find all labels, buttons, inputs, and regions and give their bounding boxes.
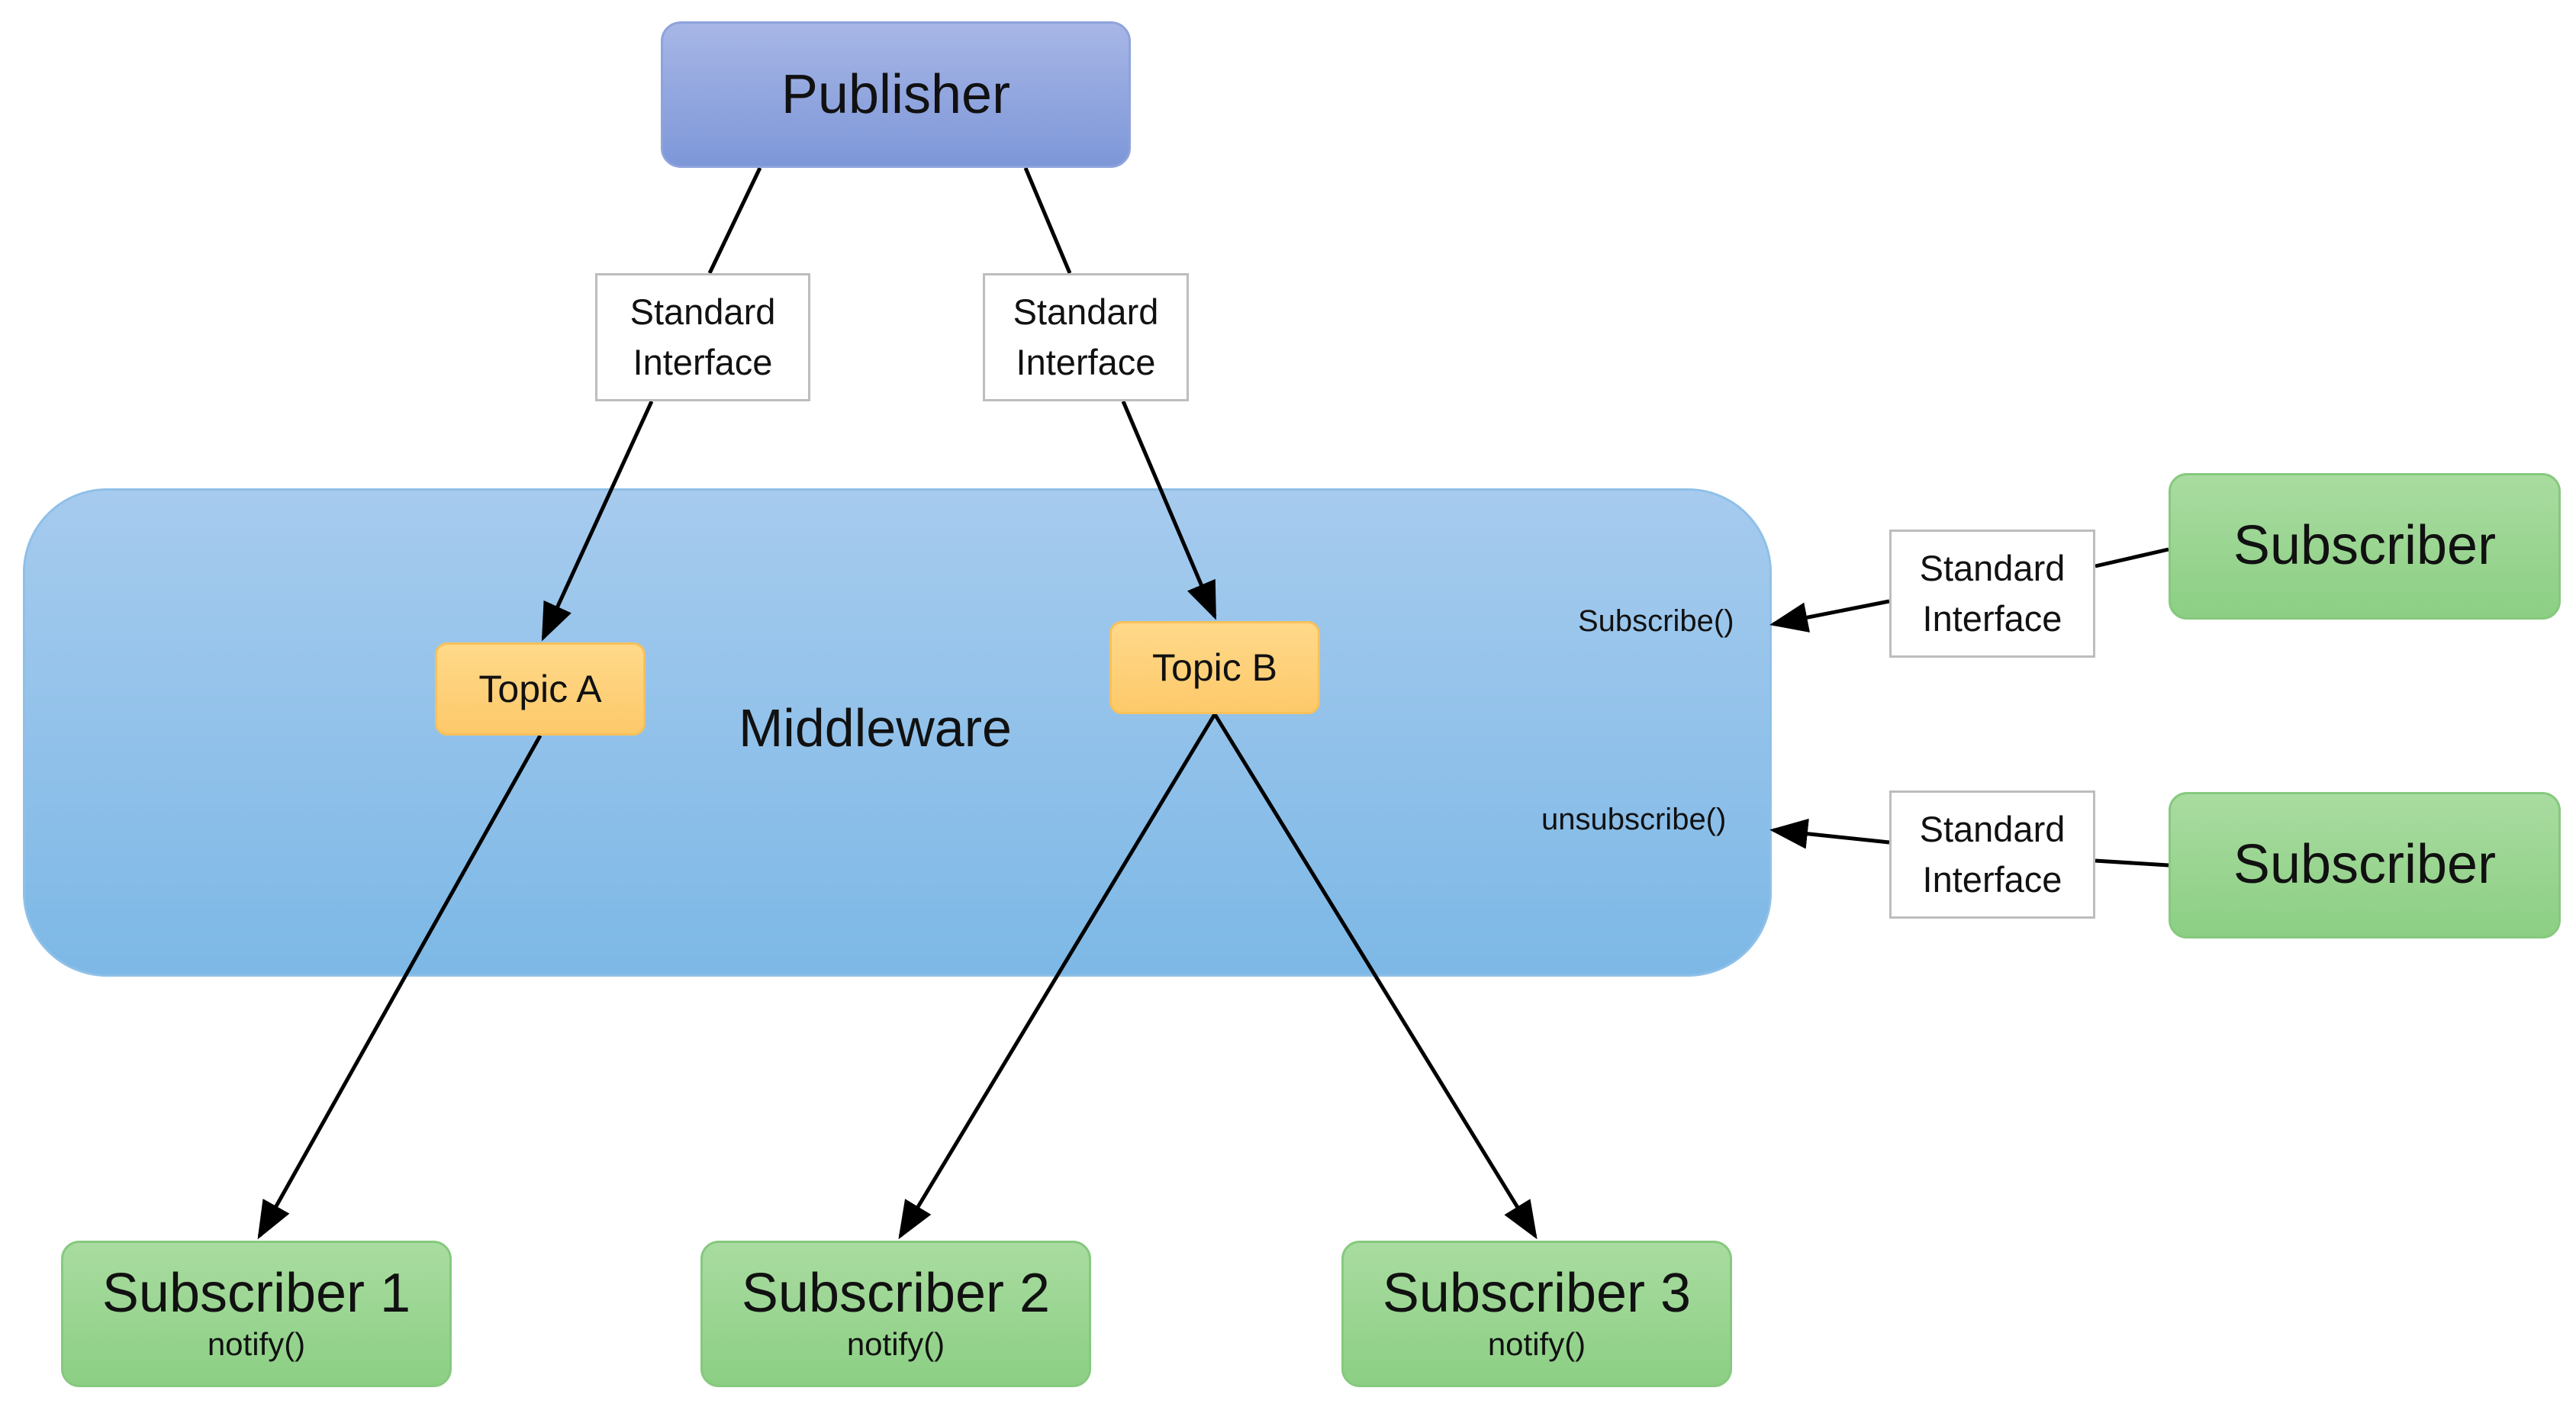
external-subscriber-label: Subscriber	[2233, 834, 2497, 896]
interface-line2: Interface	[1016, 342, 1156, 382]
publisher-node: Publisher	[661, 21, 1131, 168]
interface-line1: Standard	[1013, 291, 1159, 333]
middleware-box	[23, 488, 1772, 977]
interface-line2: Interface	[1922, 598, 2062, 639]
edge-topic-b-to-subscriber-3	[1212, 713, 1538, 1240]
topic-a: Topic A	[435, 642, 646, 736]
edge-topic-a-to-subscriber-1	[257, 734, 543, 1240]
subscriber-label: Subscriber 3	[1382, 1263, 1692, 1325]
topic-b-label: Topic B	[1152, 646, 1277, 689]
edge-left-interface-to-topic-a	[541, 400, 654, 642]
subscribe-method-label: Subscribe()	[1578, 604, 1734, 638]
edge-subscriber-to-subscribe-interface	[2095, 547, 2169, 568]
subscriber-2: Subscriber 2 notify()	[700, 1241, 1091, 1387]
standard-interface-unsubscribe: Standard Interface	[1889, 790, 2095, 919]
subscriber-method: notify()	[207, 1325, 306, 1362]
standard-interface-right: Standard Interface	[983, 273, 1189, 401]
edge-publisher-to-right-interface	[1023, 167, 1072, 274]
edge-subscribe-interface-to-middleware	[1769, 599, 1890, 633]
external-subscriber-top: Subscriber	[2169, 473, 2561, 620]
external-subscriber-label: Subscriber	[2233, 515, 2497, 577]
interface-line1: Standard	[1919, 548, 2066, 589]
publisher-label: Publisher	[781, 64, 1011, 125]
subscriber-label: Subscriber 2	[741, 1263, 1051, 1325]
interface-line1: Standard	[1919, 809, 2066, 850]
standard-interface-subscribe: Standard Interface	[1889, 530, 2095, 658]
subscriber-label: Subscriber 1	[101, 1263, 411, 1325]
topic-a-label: Topic A	[478, 668, 602, 710]
interface-line2: Interface	[1922, 859, 2062, 900]
edge-right-interface-to-topic-b	[1121, 401, 1217, 620]
subscriber-method: notify()	[1487, 1325, 1586, 1362]
edge-unsubscribe-interface-to-middleware	[1769, 818, 1890, 849]
subscriber-method: notify()	[846, 1325, 945, 1362]
external-subscriber-bottom: Subscriber	[2169, 792, 2561, 939]
standard-interface-left: Standard Interface	[595, 273, 810, 401]
edge-subscriber-to-unsubscribe-interface	[2095, 858, 2169, 868]
edge-topic-b-to-subscriber-2	[898, 713, 1217, 1240]
subscriber-1: Subscriber 1 notify()	[61, 1241, 452, 1387]
interface-line1: Standard	[630, 291, 776, 333]
subscriber-3: Subscriber 3 notify()	[1341, 1241, 1732, 1387]
unsubscribe-method-label: unsubscribe()	[1541, 803, 1727, 836]
topic-b: Topic B	[1109, 621, 1320, 714]
interface-line2: Interface	[633, 342, 773, 382]
edge-publisher-to-left-interface	[707, 166, 762, 275]
middleware-label: Middleware	[739, 698, 1012, 758]
